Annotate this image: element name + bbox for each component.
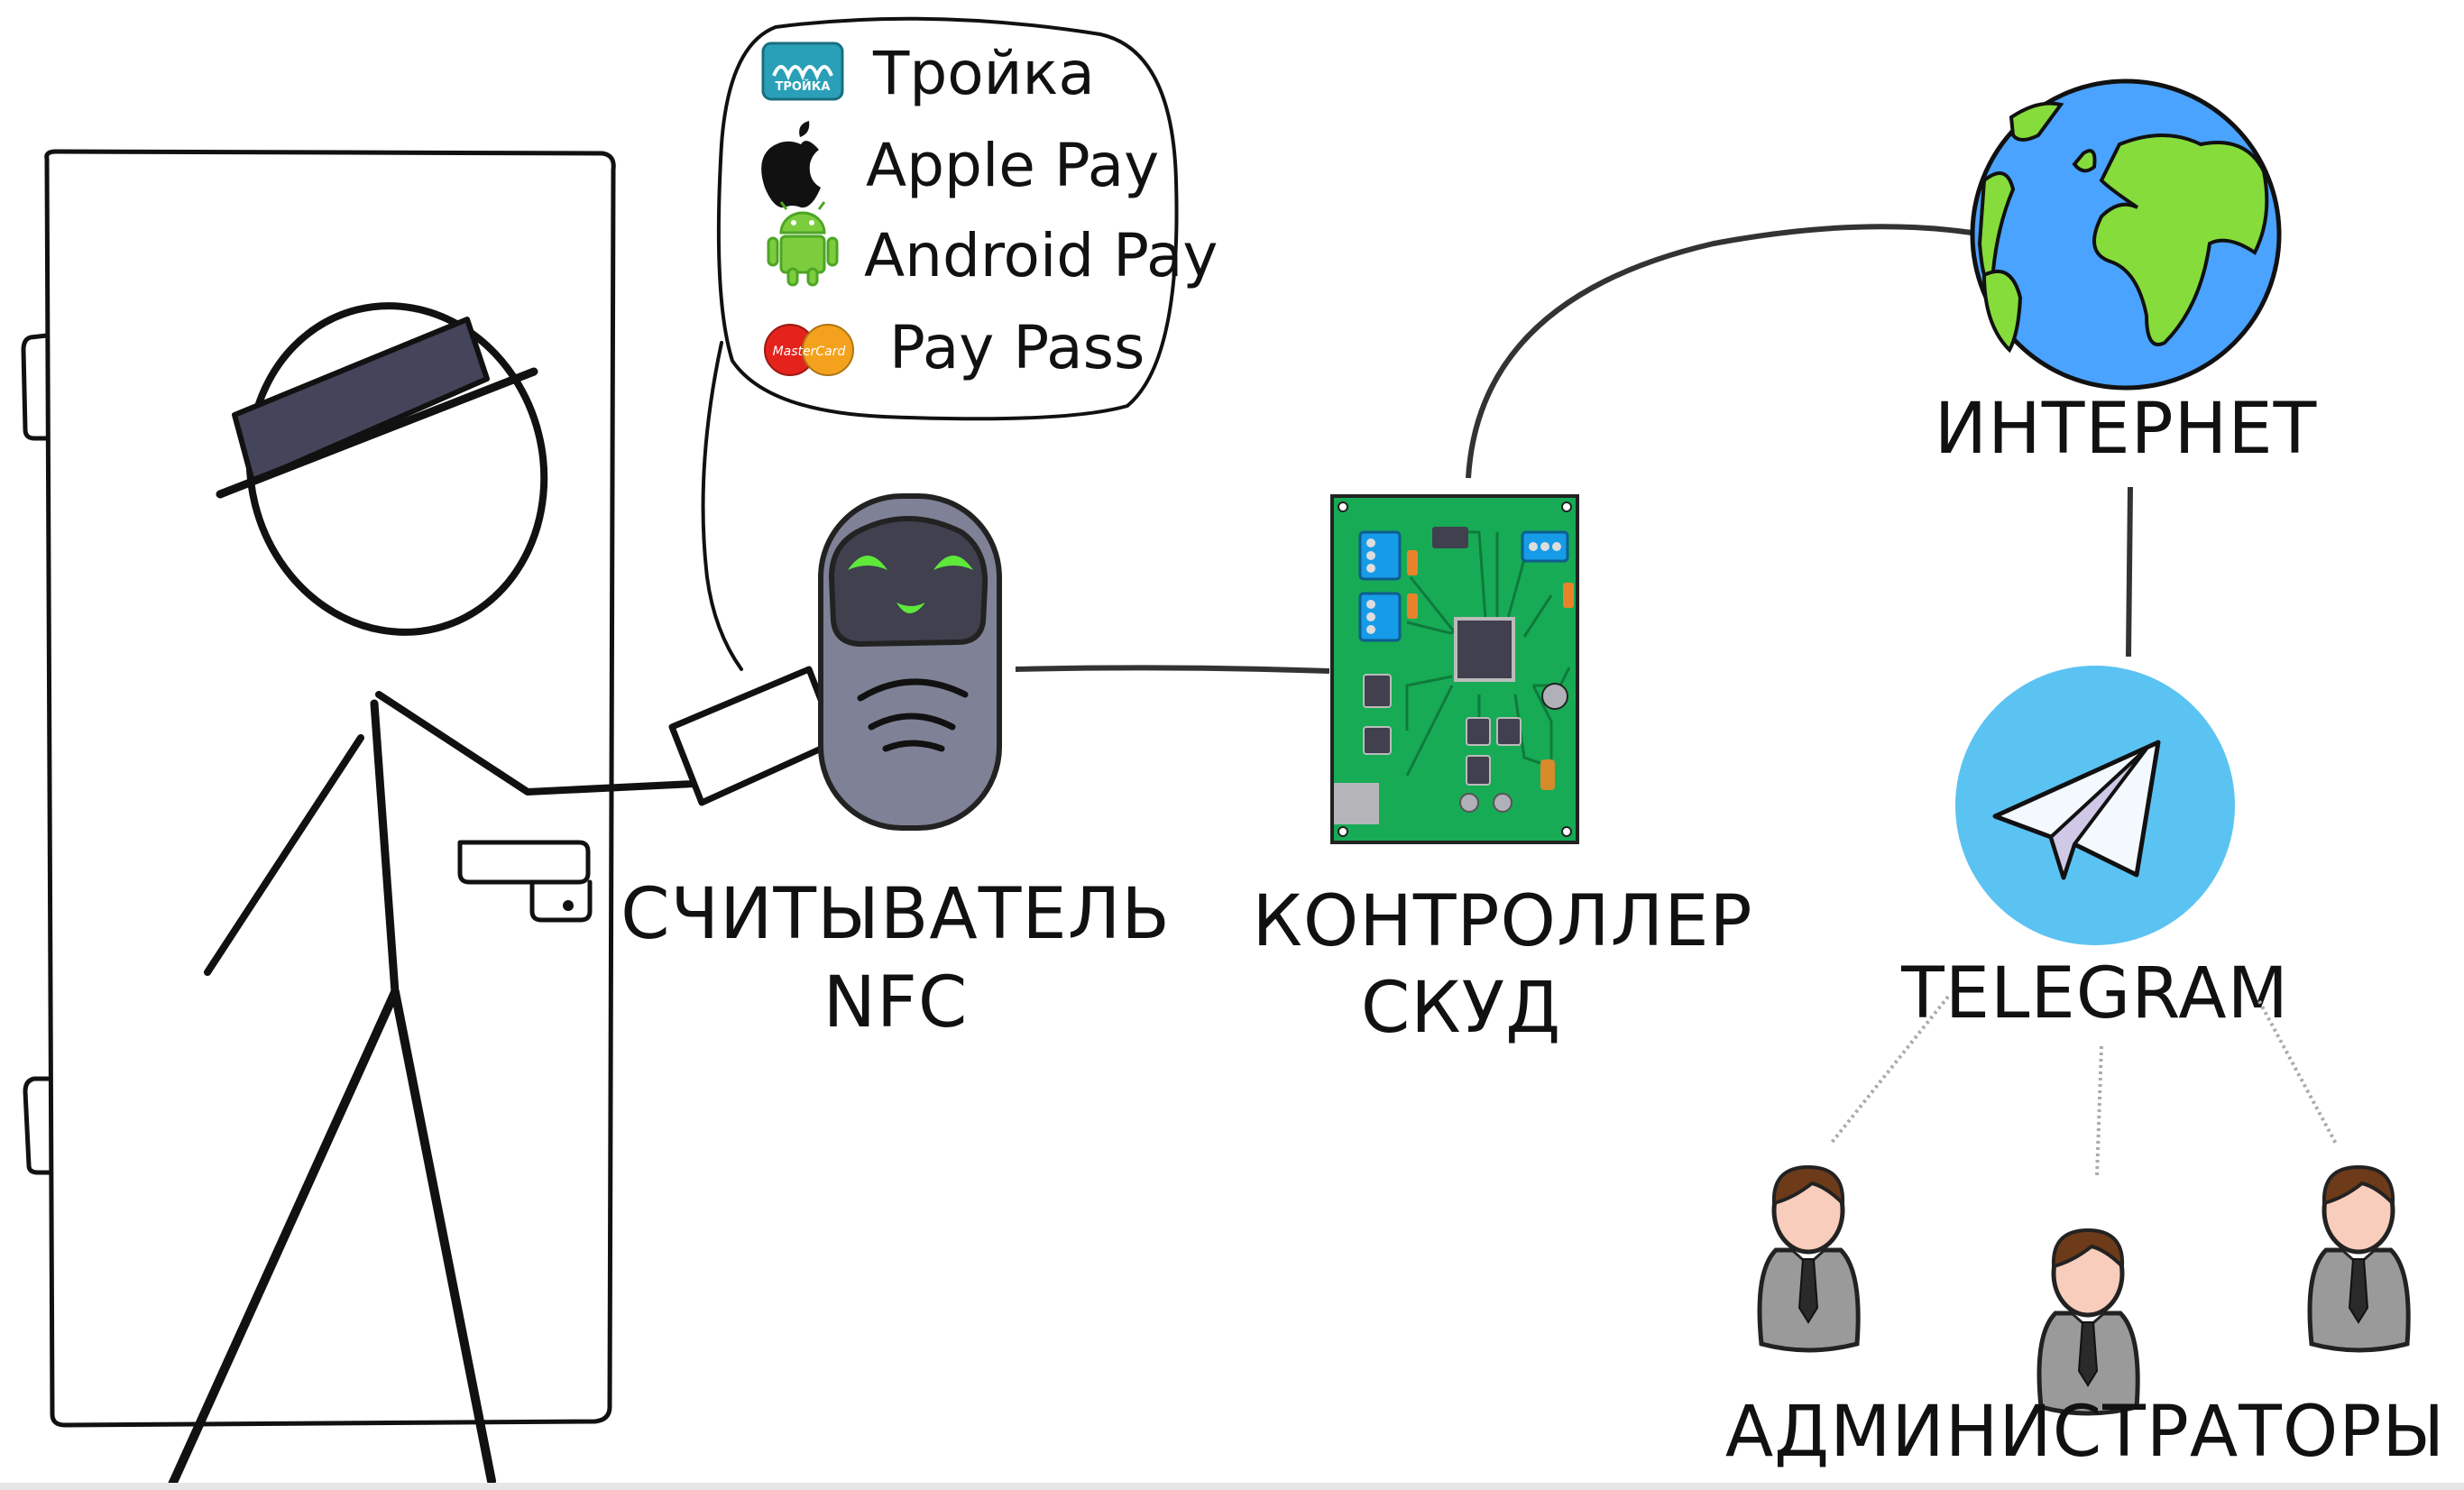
hat-icon (216, 317, 538, 499)
administrator-avatar-icon (1757, 1164, 1861, 1353)
torso (370, 699, 400, 997)
internet-label: ИНТЕРНЕТ (1935, 389, 2318, 470)
administrators-group (1757, 1164, 2411, 1416)
nfc-reader-device (818, 493, 1002, 831)
mastercard-logo-icon: MasterCard (764, 324, 854, 376)
reader-label-line2: NFC (823, 962, 969, 1044)
controller-label-line2: СКУД (1361, 968, 1561, 1049)
bottom-edge (0, 1483, 2464, 1490)
door-outline (44, 149, 616, 1428)
payment-label-pay-pass: Pay Pass (889, 313, 1145, 382)
administrator-avatar-icon (2036, 1228, 2140, 1416)
left-arm (204, 734, 364, 976)
controller-label-line1: КОНТРОЛЛЕР (1252, 881, 1752, 962)
head (245, 302, 548, 636)
svg-text:MasterCard: MasterCard (773, 345, 846, 359)
svg-text:ТРОЙКА: ТРОЙКА (775, 79, 830, 94)
administrators-label: АДМИНИСТРАТОРЫ (1725, 1392, 2445, 1473)
globe-icon (1970, 78, 2282, 391)
nfc-waves-icon (857, 678, 969, 752)
reader-label-line1: СЧИТЫВАТЕЛЬ (621, 874, 1171, 955)
reader-screen (828, 516, 988, 648)
bubble-outline (716, 16, 1179, 421)
administrator-avatar-icon (2307, 1164, 2411, 1353)
door-hinge-top (21, 333, 50, 441)
controller-board (1330, 494, 1579, 844)
door-handle (457, 840, 593, 923)
payment-label-android-pay: Android Pay (864, 221, 1218, 290)
telegram-label: TELEGRAM (1900, 953, 2289, 1035)
connector-internet-telegram (2126, 486, 2133, 658)
connector-reader-controller (1015, 665, 1330, 674)
bubble-tail (701, 341, 743, 671)
right-leg (391, 988, 496, 1485)
smiling-face-icon (848, 556, 973, 613)
door-hinge-bottom (23, 1076, 53, 1175)
payment-label-apple-pay: Apple Pay (866, 131, 1159, 200)
right-arm (375, 691, 716, 796)
nfc-card (668, 666, 841, 806)
door (21, 149, 616, 1428)
telegram-admin-connectors (1829, 995, 2338, 1178)
connector-controller-internet (1466, 224, 1972, 479)
apple-logo-icon (761, 121, 821, 208)
telegram-logo-icon (1955, 666, 2235, 945)
troika-card-icon: ТРОЙКА (761, 41, 844, 101)
android-robot-icon (767, 201, 839, 287)
payment-methods-bubble: ТРОЙКА Тройка Apple Pay Android Pay (701, 16, 1218, 671)
left-leg (167, 988, 400, 1490)
payment-label-troika: Тройка (872, 39, 1095, 108)
